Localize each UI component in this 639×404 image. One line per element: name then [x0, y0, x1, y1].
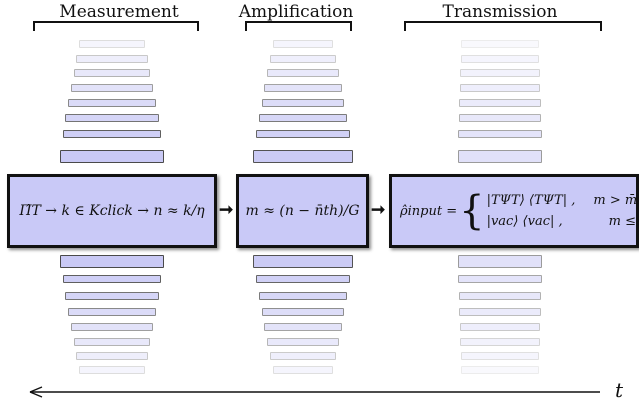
slab-transmission — [458, 275, 542, 283]
slab-measurement — [76, 55, 148, 63]
slab-transmission — [459, 323, 541, 331]
slab-measurement — [65, 114, 159, 122]
time-axis-label: t — [615, 378, 624, 402]
slab-amplification — [267, 69, 339, 77]
slab-amplification — [261, 99, 345, 107]
slab-transmission — [461, 366, 539, 374]
slab-measurement — [60, 150, 164, 163]
transmission-lhs: ρ̂input = — [400, 203, 458, 219]
slab-measurement — [68, 99, 156, 107]
slab-amplification — [261, 308, 345, 316]
slab-measurement — [73, 69, 151, 77]
case1-state: |TΨT⟩ ⟨TΨT| , — [486, 193, 576, 208]
measurement-formula: Π̂T → k ∈ Kclick → n ≈ k/η — [19, 203, 205, 219]
slab-measurement — [70, 323, 154, 331]
stage-title-amplification: Amplification — [238, 2, 354, 22]
slab-amplification — [273, 366, 333, 374]
slab-transmission — [460, 352, 540, 360]
slab-measurement — [62, 275, 162, 283]
slab-measurement — [79, 366, 145, 374]
slab-transmission — [458, 130, 542, 138]
slab-amplification — [258, 114, 348, 122]
measurement-bracket — [33, 21, 199, 31]
slab-transmission — [460, 55, 540, 63]
slab-transmission — [458, 292, 542, 300]
cases-brace-icon: { — [459, 188, 485, 234]
slab-amplification — [253, 150, 353, 163]
amplification-bracket — [245, 21, 352, 31]
slab-measurement — [68, 308, 156, 316]
transmission-bracket — [404, 21, 602, 31]
slab-measurement — [62, 130, 162, 138]
slab-transmission — [460, 69, 540, 77]
slab-amplification — [255, 130, 351, 138]
time-axis — [29, 386, 600, 398]
slab-amplification — [270, 55, 336, 63]
case2-state: |vac⟩ ⟨vac| , — [486, 214, 563, 229]
slab-transmission — [461, 40, 539, 48]
measurement-box: Π̂T → k ∈ Kclick → n ≈ k/η — [7, 174, 217, 248]
case1-condition: m > m̄th — [593, 193, 639, 208]
case2-condition: m ≤ m̄th — [608, 214, 639, 229]
stage-title-transmission: Transmission — [442, 2, 558, 22]
arrow-right-icon: ➞ — [371, 200, 386, 220]
slab-transmission — [458, 114, 542, 122]
slab-transmission — [460, 338, 540, 346]
cases-block: |TΨT⟩ ⟨TΨT| , m > m̄th |vac⟩ ⟨vac| , m ≤… — [487, 193, 639, 229]
slab-transmission — [458, 150, 542, 163]
amplification-box: m ≈ (n − n̄th)/G — [236, 174, 369, 248]
slab-amplification — [264, 84, 342, 92]
slab-measurement — [79, 40, 145, 48]
slab-amplification — [253, 255, 353, 268]
slab-measurement — [70, 84, 154, 92]
slab-amplification — [267, 338, 339, 346]
amplification-formula: m ≈ (n − n̄th)/G — [245, 203, 360, 219]
slab-measurement — [73, 338, 151, 346]
slab-measurement — [65, 292, 159, 300]
stage-title-measurement: Measurement — [59, 2, 179, 22]
transmission-box: ρ̂input = { |TΨT⟩ ⟨TΨT| , m > m̄th |vac⟩… — [389, 174, 639, 248]
slab-amplification — [255, 275, 351, 283]
slab-transmission — [459, 99, 541, 107]
slab-transmission — [459, 84, 541, 92]
slab-amplification — [264, 323, 342, 331]
slab-amplification — [270, 352, 336, 360]
slab-amplification — [273, 40, 333, 48]
slab-transmission — [458, 255, 542, 268]
slab-measurement — [76, 352, 148, 360]
slab-transmission — [459, 308, 541, 316]
arrow-right-icon: ➞ — [219, 200, 234, 220]
slab-measurement — [60, 255, 164, 268]
slab-amplification — [258, 292, 348, 300]
